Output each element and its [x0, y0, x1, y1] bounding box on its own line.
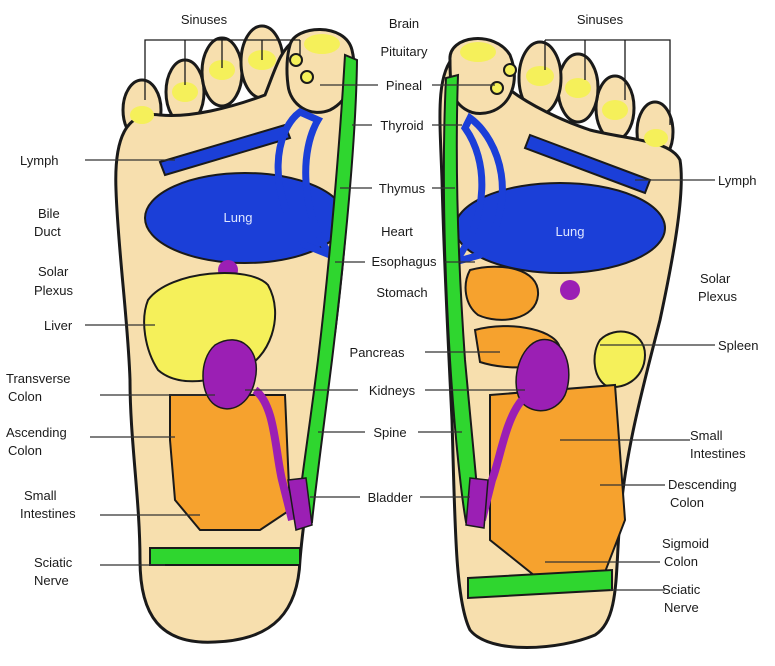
label-sigmoid-2: Colon — [664, 554, 698, 569]
label-lung-right: Lung — [556, 224, 585, 239]
right-toe-tip-2 — [526, 66, 554, 86]
label-lymph-left: Lymph — [20, 153, 59, 168]
label-sciatic-left-2: Nerve — [34, 573, 69, 588]
label-small-right-1: Small — [690, 428, 723, 443]
label-small-right-2: Intestines — [690, 446, 746, 461]
label-transverse-2: Colon — [8, 389, 42, 404]
label-pancreas: Pancreas — [350, 345, 405, 360]
left-pituitary-dot — [290, 54, 302, 66]
label-liver: Liver — [44, 318, 73, 333]
label-sciatic-right-1: Sciatic — [662, 582, 701, 597]
right-toe-tip-4 — [602, 100, 628, 120]
label-lung-left: Lung — [224, 210, 253, 225]
label-bile-1: Bile — [38, 206, 60, 221]
label-spine: Spine — [373, 425, 406, 440]
label-sciatic-left-1: Sciatic — [34, 555, 73, 570]
label-thymus: Thymus — [379, 181, 426, 196]
right-pituitary-dot — [504, 64, 516, 76]
right-big-toe-tip — [460, 42, 496, 62]
label-pineal: Pineal — [386, 78, 422, 93]
label-stomach: Stomach — [376, 285, 427, 300]
label-kidneys: Kidneys — [369, 383, 416, 398]
right-solar-plexus-dot — [560, 280, 580, 300]
label-solar-right-1: Solar — [700, 271, 731, 286]
left-sciatic-band — [150, 548, 300, 565]
label-solar-right-2: Plexus — [698, 289, 738, 304]
right-bladder — [466, 478, 488, 528]
label-thyroid: Thyroid — [380, 118, 423, 133]
label-sciatic-right-2: Nerve — [664, 600, 699, 615]
label-solar-left-1: Solar — [38, 264, 69, 279]
label-heart: Heart — [381, 224, 413, 239]
label-sigmoid-1: Sigmoid — [662, 536, 709, 551]
label-bile-2: Duct — [34, 224, 61, 239]
right-stomach — [466, 267, 538, 320]
left-foot — [116, 26, 357, 642]
label-small-left-1: Small — [24, 488, 57, 503]
right-toe-tip-5 — [644, 129, 668, 147]
label-brain: Brain — [389, 16, 419, 31]
right-pineal-dot — [491, 82, 503, 94]
label-sinuses-left: Sinuses — [181, 12, 228, 27]
label-ascending-2: Colon — [8, 443, 42, 458]
left-big-toe-tip — [304, 34, 340, 54]
left-toe-tip-5 — [130, 106, 154, 124]
label-descending-2: Colon — [670, 495, 704, 510]
right-toe-tip-3 — [565, 78, 591, 98]
label-solar-left-2: Plexus — [34, 283, 74, 298]
label-lymph-right: Lymph — [718, 173, 757, 188]
label-descending-1: Descending — [668, 477, 737, 492]
label-ascending-1: Ascending — [6, 425, 67, 440]
label-pituitary: Pituitary — [381, 44, 428, 59]
label-esophagus: Esophagus — [371, 254, 437, 269]
label-bladder: Bladder — [368, 490, 413, 505]
label-spleen: Spleen — [718, 338, 758, 353]
right-foot — [440, 39, 681, 648]
label-small-left-2: Intestines — [20, 506, 76, 521]
left-pineal-dot — [301, 71, 313, 83]
label-transverse-1: Transverse — [6, 371, 71, 386]
label-sinuses-right: Sinuses — [577, 12, 624, 27]
